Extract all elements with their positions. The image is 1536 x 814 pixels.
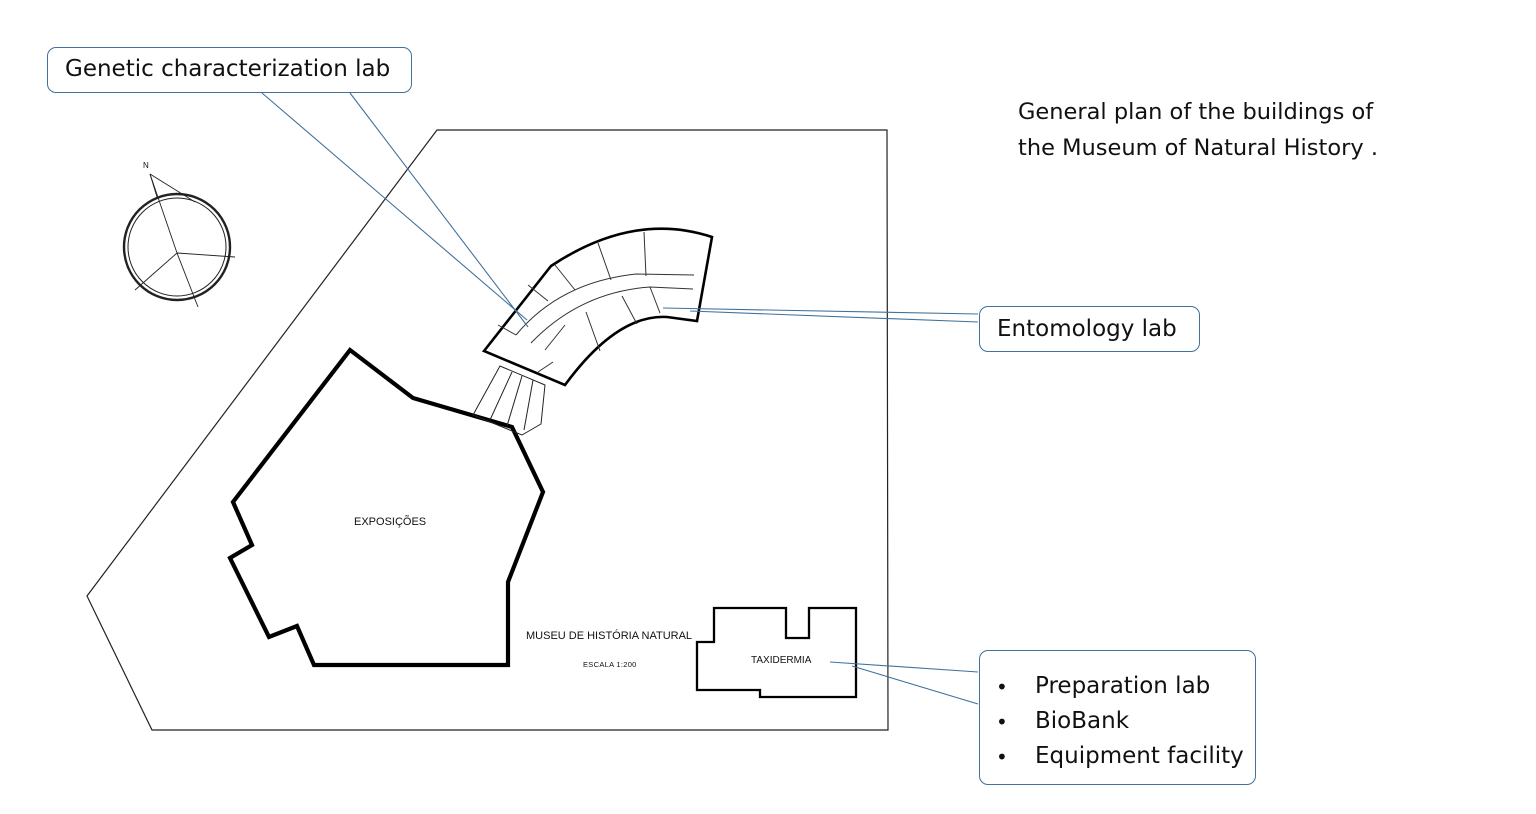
museum-name-label: MUSEU DE HISTÓRIA NATURAL	[526, 630, 693, 642]
site-boundary	[86, 129, 889, 731]
entomology-lab-callout: Entomology lab	[979, 306, 1200, 352]
facility-label: Equipment facility	[1035, 743, 1244, 769]
leader-lines	[261, 92, 979, 705]
genetic-lab-label: Genetic characterization lab	[65, 56, 391, 82]
north-label: N	[143, 161, 149, 170]
exhibitions-label: EXPOSIÇÕES	[354, 516, 427, 528]
bullet-icon: •	[996, 674, 1008, 699]
exhibitions-building	[227, 347, 546, 668]
corridor	[472, 365, 546, 436]
bullet-icon: •	[996, 744, 1008, 769]
taxidermy-label: TAXIDERMIA	[751, 655, 812, 666]
entomology-lab-label: Entomology lab	[997, 316, 1177, 342]
genetic-lab-callout: Genetic characterization lab	[47, 47, 412, 93]
page-title: General plan of the buildings of the Mus…	[1018, 99, 1378, 161]
facility-label: BioBank	[1035, 708, 1130, 734]
facility-list-item: • BioBank	[994, 704, 1255, 739]
taxidermy-building	[695, 606, 858, 699]
scale-label: ESCALA 1:200	[583, 660, 637, 669]
taxidermy-facilities-callout: • Preparation lab • BioBank • Equipment …	[979, 650, 1256, 785]
facility-list-item: • Preparation lab	[994, 669, 1255, 704]
curved-lab-wing	[481, 227, 714, 387]
facility-list-item: • Equipment facility	[994, 739, 1255, 774]
compass-icon	[122, 173, 236, 308]
bullet-icon: •	[996, 709, 1008, 734]
facility-label: Preparation lab	[1035, 673, 1211, 699]
